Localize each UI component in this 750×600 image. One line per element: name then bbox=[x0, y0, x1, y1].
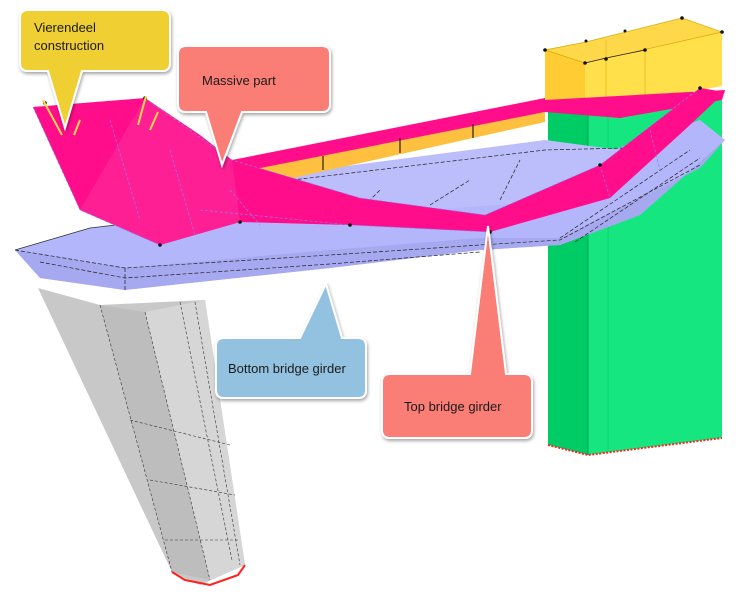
top-edge-strip bbox=[232, 98, 545, 188]
vierendeel-struts bbox=[42, 95, 159, 136]
callout-top-girder-label: Top bridge girder bbox=[404, 399, 502, 414]
callout-vierendeel-line1: Vierendeel bbox=[34, 20, 96, 35]
grey-inclined-column bbox=[38, 288, 246, 587]
support-line bbox=[547, 437, 723, 457]
callout-massive-part bbox=[177, 45, 331, 169]
callout-vierendeel bbox=[19, 9, 171, 132]
yellow-block bbox=[543, 16, 724, 112]
callout-massive-part-label: Massive part bbox=[202, 73, 276, 88]
callout-bottom-girder bbox=[215, 281, 367, 399]
support-line bbox=[171, 564, 246, 587]
top-bridge-girder-shape bbox=[32, 86, 725, 247]
callout-top-girder bbox=[381, 225, 533, 439]
callout-bottom-girder-label: Bottom bridge girder bbox=[228, 361, 346, 376]
callout-vierendeel-line2: construction bbox=[34, 38, 104, 53]
